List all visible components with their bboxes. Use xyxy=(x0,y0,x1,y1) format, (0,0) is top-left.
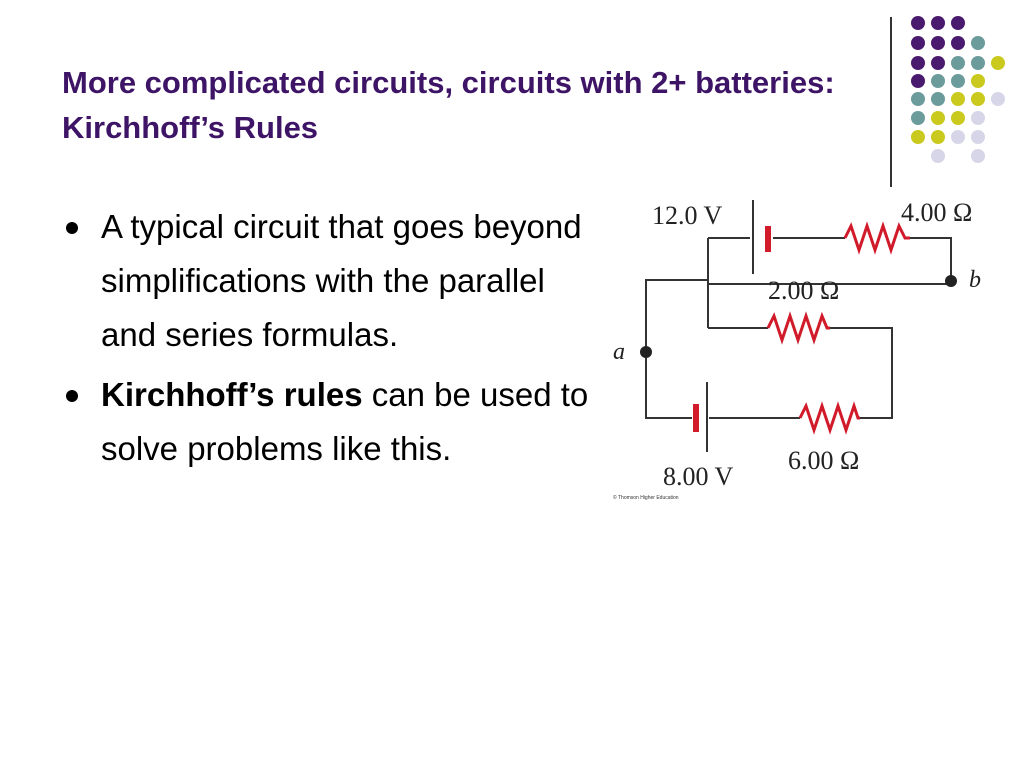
node-a-label: a xyxy=(613,339,625,365)
wire xyxy=(645,279,708,419)
bullet-item: Kirchhoff’s rules can be used to solve p… xyxy=(62,368,592,476)
decor-dot xyxy=(931,130,945,144)
node-a-dot xyxy=(640,346,652,358)
battery-plate-short xyxy=(765,226,771,252)
decor-dot xyxy=(931,36,945,50)
circuit-diagram: 12.0 V 4.00 Ω 2.00 Ω b a 8.00 V 6.00 Ω ©… xyxy=(613,198,981,501)
bullet-icon xyxy=(66,390,78,402)
battery-12v-label: 12.0 V xyxy=(652,201,723,230)
decor-dot xyxy=(971,130,985,144)
bullet-icon xyxy=(66,222,78,234)
resistor-2ohm-icon xyxy=(766,311,830,345)
decor-dot xyxy=(991,56,1005,70)
decor-dot xyxy=(971,56,985,70)
battery-8v-icon xyxy=(693,382,708,452)
decor-dot xyxy=(951,16,965,30)
decor-dot xyxy=(911,16,925,30)
decor-dot xyxy=(951,56,965,70)
bullet-text: A typical circuit that goes beyond simpl… xyxy=(101,208,582,353)
decor-dot xyxy=(931,149,945,163)
decor-dot xyxy=(931,56,945,70)
decor-dot xyxy=(931,92,945,106)
decor-dot xyxy=(971,74,985,88)
decor-dot xyxy=(911,36,925,50)
decor-dot xyxy=(971,92,985,106)
decor-dot xyxy=(911,74,925,88)
decor-dot xyxy=(911,130,925,144)
battery-12v-icon xyxy=(752,200,771,274)
battery-8v-label: 8.00 V xyxy=(663,462,734,491)
decor-dot xyxy=(971,149,985,163)
decor-dot xyxy=(911,111,925,125)
image-credit: © Thomson Higher Education xyxy=(613,494,679,501)
node-b-label: b xyxy=(969,267,981,293)
bullet-list: A typical circuit that goes beyond simpl… xyxy=(62,200,592,482)
slide-title: More complicated circuits, circuits with… xyxy=(62,65,835,145)
decor-dot xyxy=(931,16,945,30)
decor-dot xyxy=(951,111,965,125)
decor-dot xyxy=(951,74,965,88)
decor-dot xyxy=(951,36,965,50)
bullet-item: A typical circuit that goes beyond simpl… xyxy=(62,200,592,362)
resistor-4ohm-icon xyxy=(843,221,910,255)
battery-plate-short xyxy=(693,404,699,432)
resistor-4ohm-label: 4.00 Ω xyxy=(901,198,972,227)
decor-dot xyxy=(991,92,1005,106)
decor-dot xyxy=(911,92,925,106)
resistor-6ohm-icon xyxy=(798,401,860,435)
decor-dot xyxy=(931,111,945,125)
bullet-text: can be used to solve problems like this. xyxy=(101,376,589,467)
wire xyxy=(830,327,893,419)
resistor-2ohm-label: 2.00 Ω xyxy=(768,276,839,305)
bullet-bold-text: Kirchhoff’s rules xyxy=(101,376,363,413)
decor-dot xyxy=(971,111,985,125)
decor-dot xyxy=(951,130,965,144)
decor-dot xyxy=(971,36,985,50)
decor-dot xyxy=(951,92,965,106)
decor-dot xyxy=(931,74,945,88)
node-b-dot xyxy=(945,275,957,287)
decorative-divider xyxy=(890,17,892,187)
decor-dot xyxy=(911,56,925,70)
resistor-6ohm-label: 6.00 Ω xyxy=(788,446,859,475)
